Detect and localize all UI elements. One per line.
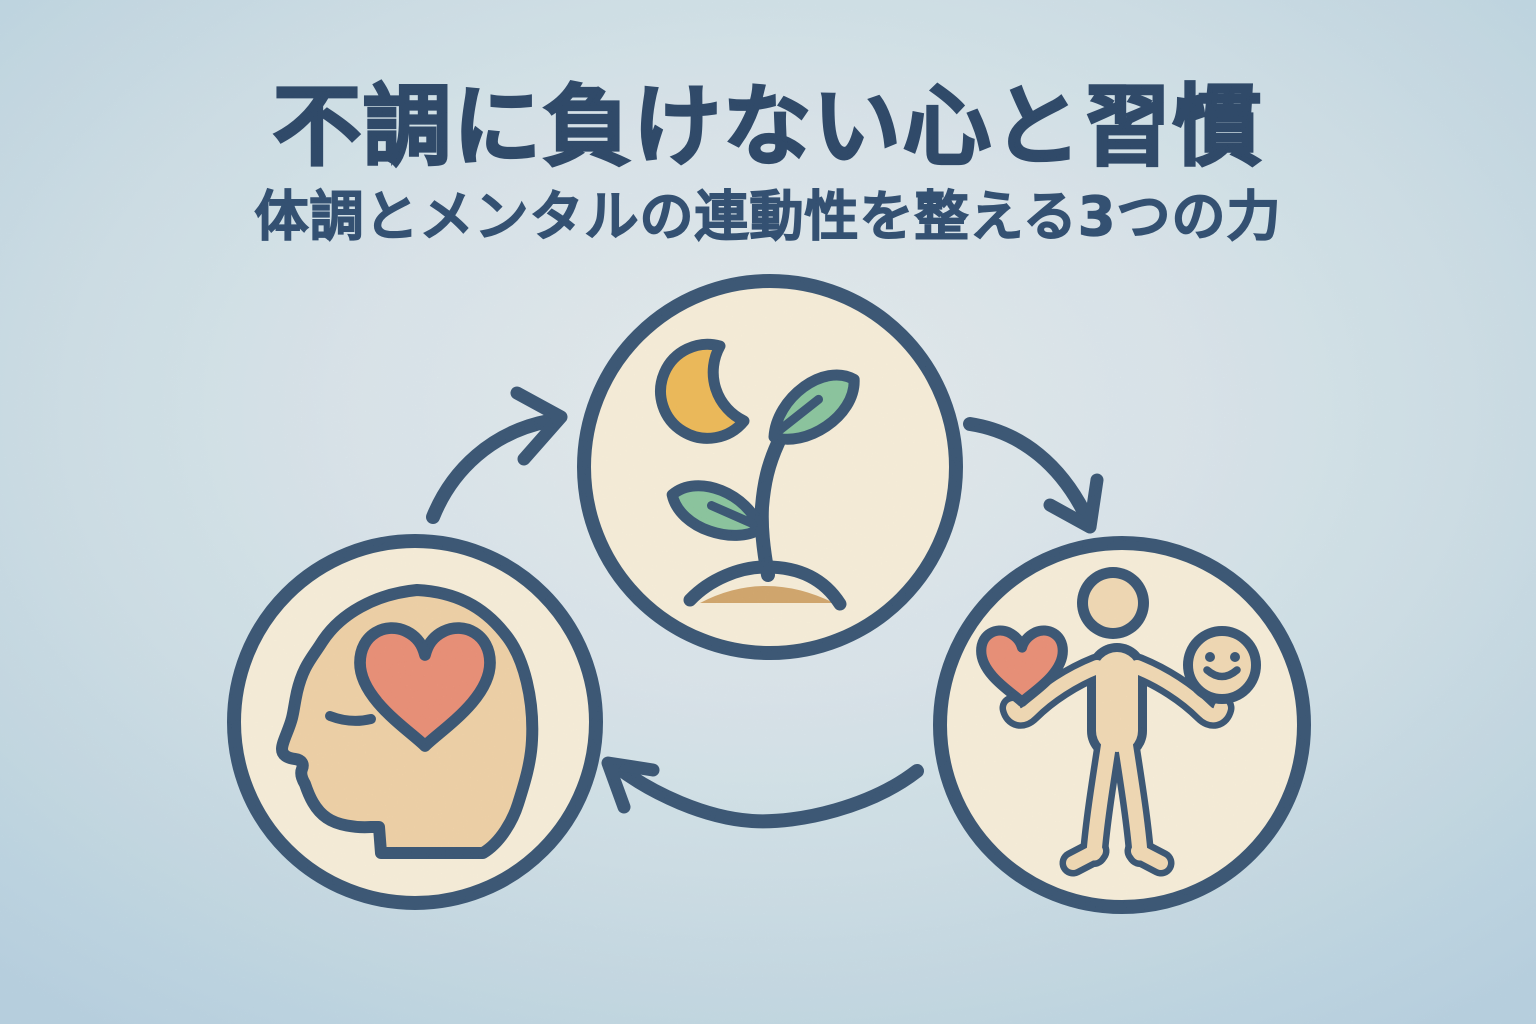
- node-habit-circle: [577, 274, 963, 660]
- arrow-left-to-top: [426, 386, 568, 524]
- arrow-top-to-right: [963, 417, 1104, 534]
- node-balance-circle: [933, 536, 1311, 914]
- arrow-right-to-left: [601, 756, 924, 829]
- closed-eye: [325, 711, 376, 726]
- smiley-face-icon: [1183, 626, 1261, 704]
- node-mind-circle: [227, 534, 603, 910]
